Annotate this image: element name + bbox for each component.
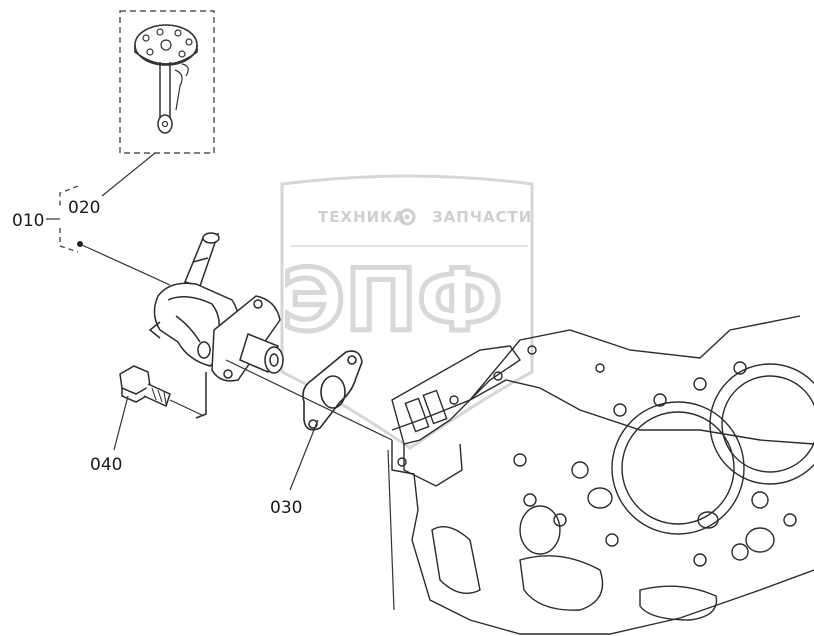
callout-030: 030 <box>270 498 302 518</box>
leader-bolt-axis <box>169 399 205 417</box>
gear-icon <box>398 208 416 226</box>
fuel-pump <box>148 232 284 419</box>
watermark-logo: ЭПФ <box>282 251 502 351</box>
watermark-text-right: ЗАПЧАСТИ <box>432 208 532 226</box>
leader-dot <box>77 241 83 247</box>
watermark-text-left: ТЕХНИКА <box>318 208 406 226</box>
leader-040 <box>113 395 129 451</box>
leader-020 <box>101 152 156 197</box>
strainer-detail-box <box>119 10 215 154</box>
callout-020: 020 <box>68 198 100 218</box>
leader-010 <box>81 244 171 286</box>
bracket-010 <box>46 185 79 253</box>
center-axis-vertical <box>387 449 395 611</box>
gasket <box>302 350 363 431</box>
callout-010: 010 <box>12 211 44 231</box>
watermark-shield: ТЕХНИКА ЗАПЧАСТИ ЭПФ <box>280 174 534 450</box>
leader-030 <box>289 419 319 491</box>
callout-040: 040 <box>90 455 122 475</box>
engine-block <box>391 315 814 635</box>
bolt <box>119 365 171 408</box>
center-axis <box>225 359 393 441</box>
